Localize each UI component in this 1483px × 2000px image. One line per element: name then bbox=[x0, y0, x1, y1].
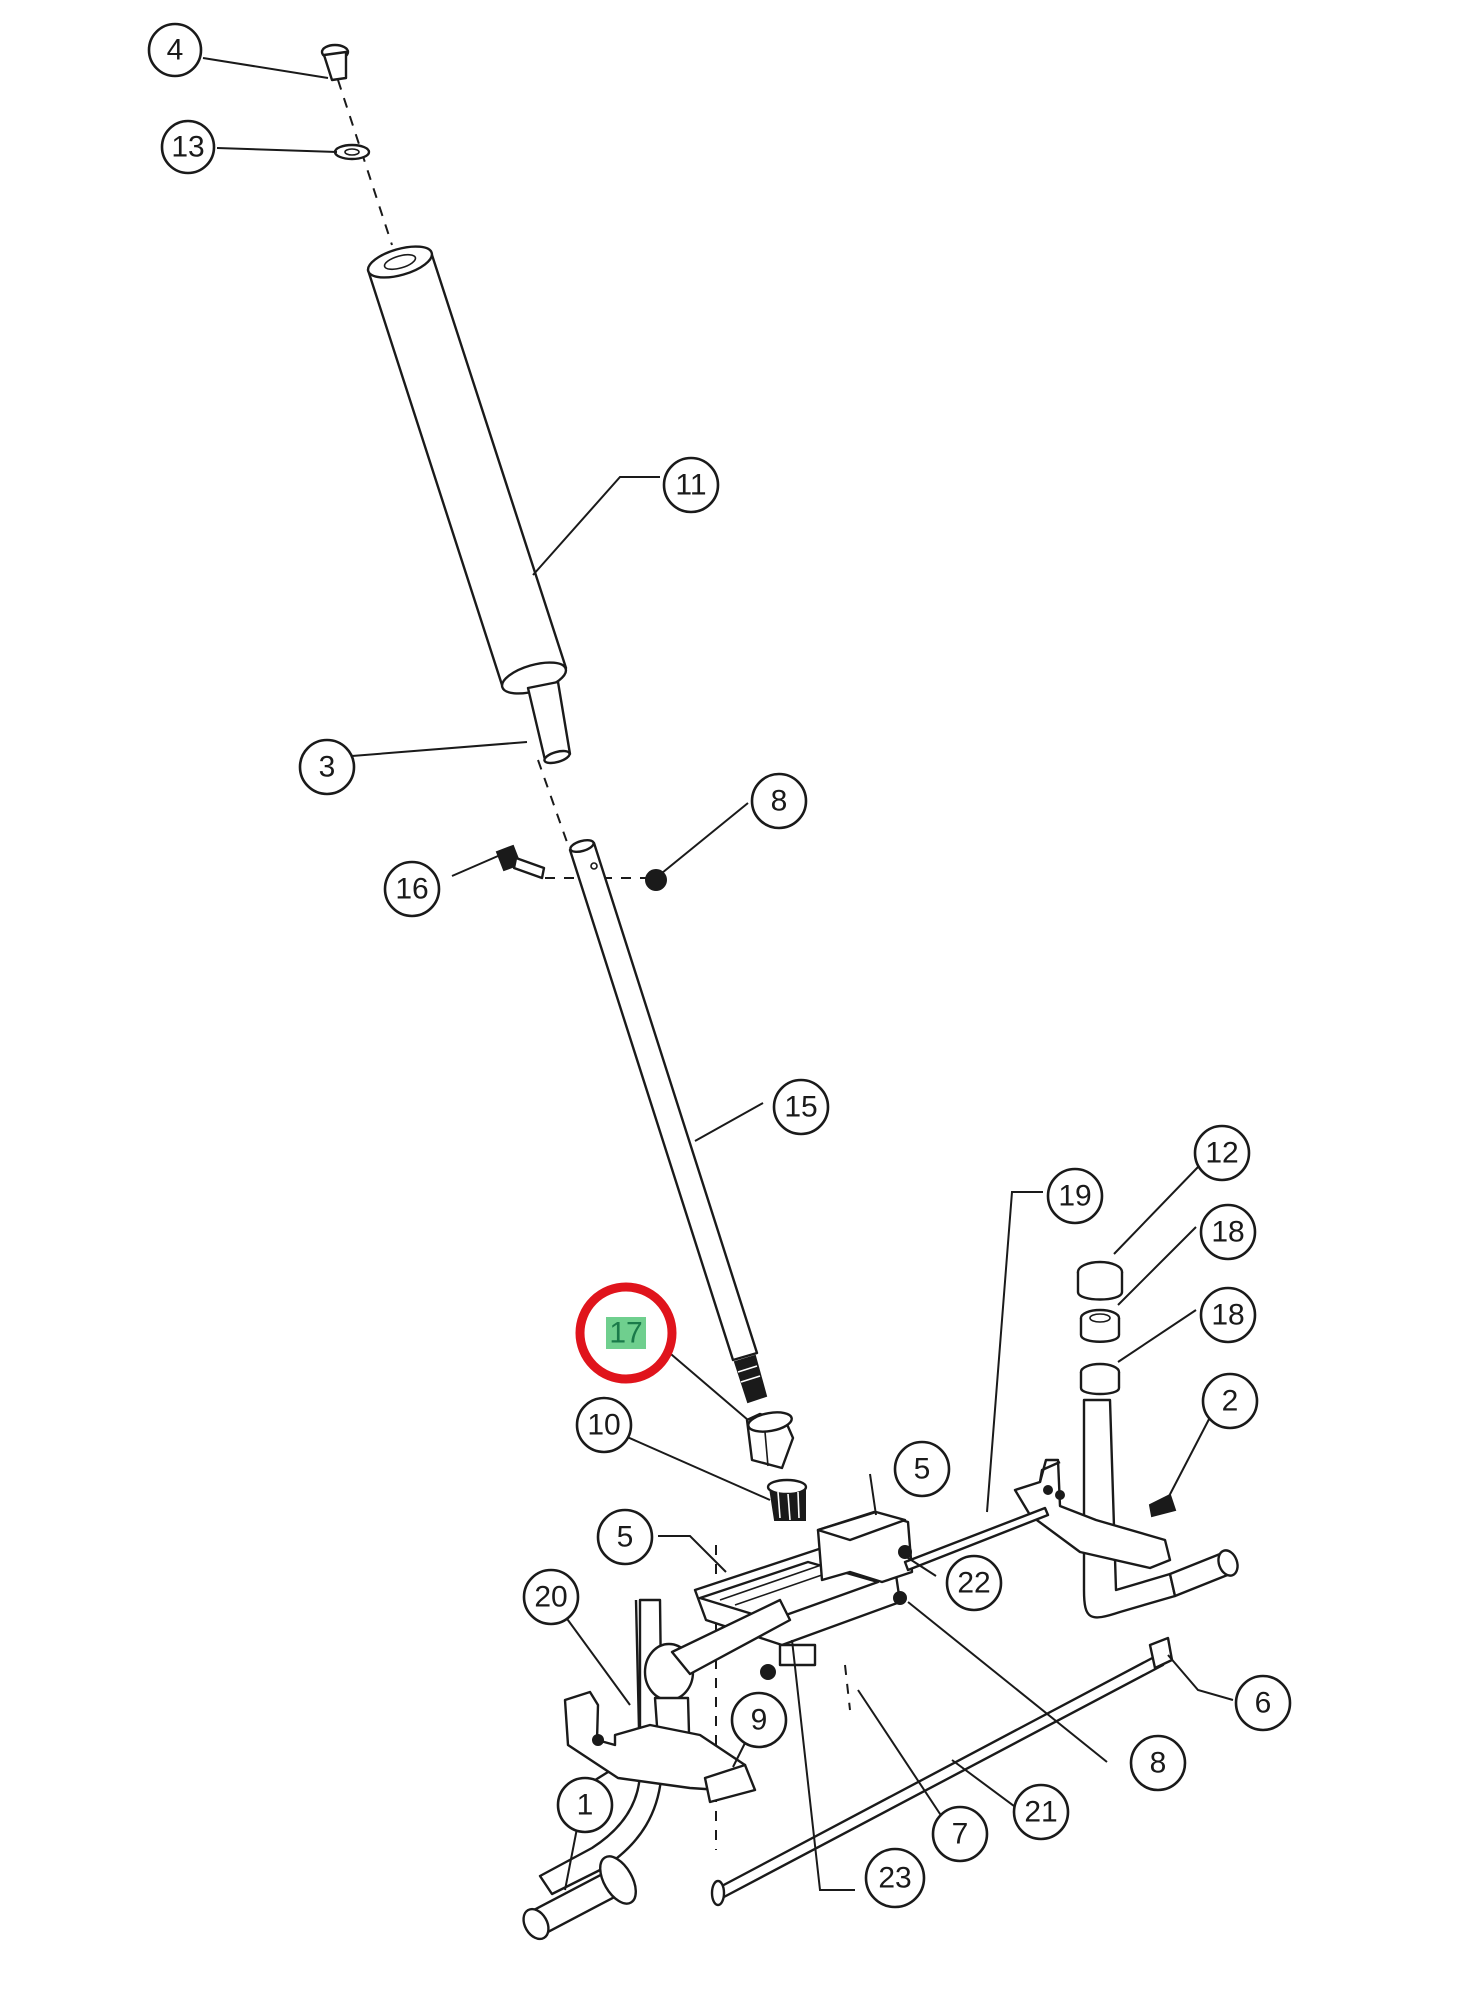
svg-text:4: 4 bbox=[167, 34, 184, 67]
highlight-ring bbox=[575, 1282, 677, 1384]
svg-text:10: 10 bbox=[587, 1409, 620, 1442]
callout-23: 23 bbox=[864, 1847, 926, 1909]
svg-text:12: 12 bbox=[1205, 1137, 1238, 1170]
callout-18-upper: 18 bbox=[1199, 1203, 1257, 1261]
svg-text:18: 18 bbox=[1211, 1299, 1244, 1332]
nut-part-8-upper bbox=[645, 869, 667, 891]
callout-20: 20 bbox=[522, 1568, 580, 1626]
svg-text:17: 17 bbox=[609, 1317, 642, 1350]
callout-10: 10 bbox=[575, 1396, 633, 1454]
svg-text:2: 2 bbox=[1222, 1385, 1239, 1418]
svg-text:7: 7 bbox=[952, 1818, 969, 1851]
callout-11: 11 bbox=[662, 456, 720, 514]
pinion-gear-part-10 bbox=[766, 1478, 808, 1521]
svg-text:19: 19 bbox=[1058, 1180, 1091, 1213]
callout-1: 1 bbox=[556, 1776, 614, 1834]
coupling-nut-part-17 bbox=[745, 1411, 795, 1470]
callout-16: 16 bbox=[383, 860, 441, 918]
callout-22: 22 bbox=[945, 1554, 1003, 1612]
callout-18-lower: 18 bbox=[1199, 1286, 1257, 1344]
callout-12: 12 bbox=[1193, 1124, 1251, 1182]
callout-7: 7 bbox=[931, 1805, 989, 1863]
steering-shaft-part-15 bbox=[568, 838, 768, 1404]
stub-part-3 bbox=[526, 680, 572, 765]
svg-text:21: 21 bbox=[1024, 1796, 1057, 1829]
svg-text:5: 5 bbox=[914, 1453, 931, 1486]
drag-link-part-19 bbox=[903, 1506, 1050, 1572]
svg-text:3: 3 bbox=[319, 751, 336, 784]
handle-grip-part-11 bbox=[366, 245, 568, 695]
callout-2: 2 bbox=[1201, 1372, 1259, 1430]
callout-13: 13 bbox=[160, 119, 216, 175]
svg-text:13: 13 bbox=[171, 131, 204, 164]
leader-lines bbox=[202, 57, 1234, 1891]
pin-part-4 bbox=[320, 43, 350, 82]
svg-text:22: 22 bbox=[957, 1567, 990, 1600]
callout-5-left: 5 bbox=[596, 1508, 654, 1566]
svg-text:1: 1 bbox=[577, 1789, 594, 1822]
svg-text:23: 23 bbox=[878, 1862, 911, 1895]
svg-text:15: 15 bbox=[784, 1091, 817, 1124]
svg-text:18: 18 bbox=[1211, 1216, 1244, 1249]
svg-text:11: 11 bbox=[675, 469, 706, 502]
highlight-fill bbox=[606, 1317, 646, 1349]
right-spindle-part-2 bbox=[1013, 1260, 1239, 1619]
svg-text:8: 8 bbox=[771, 785, 788, 818]
svg-text:5: 5 bbox=[617, 1521, 634, 1554]
svg-text:9: 9 bbox=[751, 1704, 768, 1737]
callout-8-lower: 8 bbox=[1129, 1734, 1187, 1792]
washer-part-13 bbox=[333, 143, 371, 161]
svg-text:6: 6 bbox=[1255, 1687, 1272, 1720]
callout-9: 9 bbox=[730, 1691, 788, 1749]
callout-4: 4 bbox=[147, 22, 203, 78]
highlight-marker bbox=[575, 1282, 677, 1384]
left-spindle-part-1 bbox=[522, 1598, 792, 1941]
tie-rod-part-21 bbox=[710, 1636, 1174, 1907]
callout-5-right: 5 bbox=[893, 1440, 951, 1498]
callout-17: 17 bbox=[609, 1317, 642, 1350]
callout-bubbles: 4 13 11 3 8 16 15 12 19 18 18 17 2 10 5 … bbox=[147, 22, 1292, 1909]
svg-text:20: 20 bbox=[534, 1581, 567, 1614]
callout-21: 21 bbox=[1012, 1783, 1070, 1841]
callout-19: 19 bbox=[1046, 1167, 1104, 1225]
callout-15: 15 bbox=[772, 1078, 830, 1136]
svg-text:16: 16 bbox=[395, 873, 428, 906]
svg-text:8: 8 bbox=[1150, 1747, 1167, 1780]
callout-3: 3 bbox=[298, 738, 356, 796]
screw-part-16 bbox=[495, 844, 546, 880]
callout-6: 6 bbox=[1234, 1674, 1292, 1732]
callout-8-upper: 8 bbox=[750, 772, 808, 830]
